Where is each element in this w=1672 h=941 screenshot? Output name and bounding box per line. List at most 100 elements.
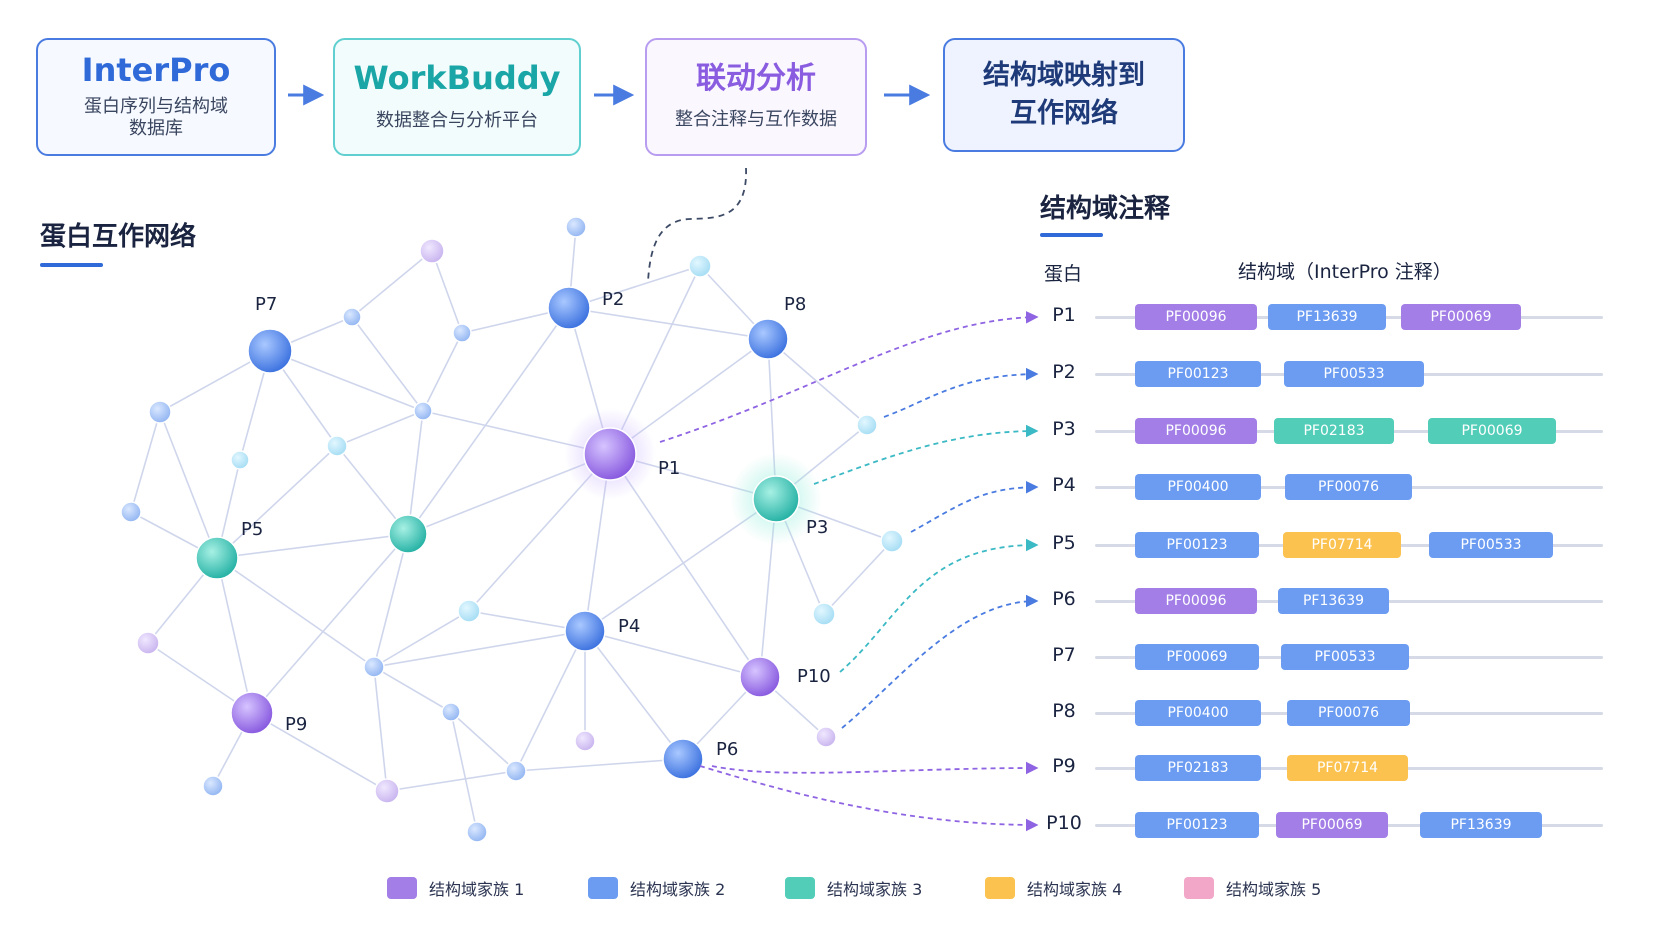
- joint-analysis-subtitle: 整合注释与互作数据: [675, 109, 837, 131]
- node-p5[interactable]: [195, 536, 239, 580]
- domain-box[interactable]: PF13639: [1268, 304, 1386, 330]
- connector-p3: [813, 424, 1039, 485]
- domain-box[interactable]: PF00400: [1135, 474, 1261, 500]
- network-node: [388, 514, 428, 554]
- node-label-p6: P6: [716, 739, 738, 760]
- legend-item: 结构域家族 1: [387, 876, 524, 900]
- network-edge: [336, 410, 424, 447]
- domain-box[interactable]: PF02183: [1135, 755, 1261, 781]
- node-label-p8: P8: [784, 294, 806, 315]
- row-protein-label: P8: [1052, 700, 1076, 722]
- network-edge: [216, 557, 375, 668]
- legend-label: 结构域家族 3: [827, 880, 923, 899]
- network-node: [363, 656, 385, 678]
- node-p10[interactable]: [739, 656, 781, 698]
- connector-p10: [699, 765, 1039, 832]
- domain-box[interactable]: PF00076: [1287, 700, 1410, 726]
- network-edge: [373, 630, 586, 668]
- domain-box[interactable]: PF00123: [1135, 361, 1261, 387]
- network-edge: [823, 540, 893, 615]
- legend-item: 结构域家族 5: [1184, 876, 1321, 900]
- domain-box[interactable]: PF00096: [1135, 304, 1257, 330]
- node-p6[interactable]: [662, 738, 704, 780]
- row-protein-label: P5: [1052, 532, 1076, 554]
- network-edge: [431, 250, 463, 334]
- domain-box[interactable]: PF00069: [1276, 812, 1388, 838]
- network-edge: [450, 711, 517, 772]
- domain-box[interactable]: PF00069: [1135, 644, 1259, 670]
- domain-box[interactable]: PF00069: [1428, 418, 1556, 444]
- node-p7[interactable]: [247, 328, 293, 374]
- network-node: [202, 775, 224, 797]
- domain-box[interactable]: PF00123: [1135, 812, 1259, 838]
- domain-box[interactable]: PF00533: [1284, 361, 1424, 387]
- row-protein-label: P1: [1052, 304, 1076, 326]
- connector-p5: [839, 538, 1039, 673]
- network-node: [457, 599, 481, 623]
- network-edge: [450, 711, 478, 833]
- legend-swatch: [785, 877, 815, 899]
- domain-mapping-box: 结构域映射到 互作网络: [943, 38, 1185, 152]
- column-header-protein: 蛋白: [1044, 263, 1083, 285]
- row-protein-label: P9: [1052, 755, 1076, 777]
- annotation-title: 结构域注释: [1040, 194, 1171, 224]
- domain-box[interactable]: PF13639: [1278, 588, 1389, 614]
- network-edge: [767, 338, 868, 426]
- interpro-subtitle-line-2: 数据库: [129, 118, 183, 140]
- network-title-underline: [40, 263, 103, 267]
- node-p2[interactable]: [547, 286, 591, 330]
- domain-box[interactable]: PF07714: [1283, 532, 1401, 558]
- node-p1[interactable]: [583, 427, 637, 481]
- network-edge: [351, 250, 433, 318]
- network-edge: [407, 307, 570, 535]
- domain-box[interactable]: PF13639: [1420, 812, 1542, 838]
- legend-swatch: [1184, 877, 1214, 899]
- domain-box[interactable]: PF00123: [1135, 532, 1259, 558]
- node-label-p4: P4: [618, 616, 640, 637]
- network-node: [374, 778, 400, 804]
- domain-box[interactable]: PF00069: [1401, 304, 1521, 330]
- network-node: [419, 238, 445, 264]
- network-node: [120, 501, 142, 523]
- connector-p2: [883, 367, 1039, 418]
- interpro-box: InterPro 蛋白序列与结构域 数据库: [36, 38, 276, 156]
- domain-mapping-title-line-1: 结构域映射到: [983, 60, 1145, 92]
- workbuddy-box: WorkBuddy 数据整合与分析平台: [333, 38, 581, 156]
- network-node: [856, 414, 878, 436]
- interpro-subtitle-line-1: 蛋白序列与结构域: [84, 96, 228, 118]
- node-label-p7: P7: [255, 294, 277, 315]
- network-edge: [407, 410, 424, 535]
- network-edge: [373, 666, 452, 713]
- node-p4[interactable]: [564, 610, 606, 652]
- domain-box[interactable]: PF00400: [1135, 700, 1261, 726]
- connector-p4: [910, 480, 1039, 533]
- network-edge: [351, 316, 424, 412]
- node-p9[interactable]: [230, 691, 274, 735]
- network-edge: [373, 533, 409, 668]
- domain-box[interactable]: PF07714: [1287, 755, 1408, 781]
- network-edge: [269, 350, 424, 412]
- network-edge: [216, 557, 253, 714]
- workbuddy-title: WorkBuddy: [353, 59, 561, 98]
- row-protein-label: P7: [1052, 644, 1076, 666]
- network-edge: [568, 307, 769, 340]
- network-node: [413, 401, 433, 421]
- domain-box[interactable]: PF00533: [1429, 532, 1553, 558]
- domain-box[interactable]: PF00096: [1135, 588, 1257, 614]
- node-p3[interactable]: [752, 475, 800, 523]
- network-node: [148, 400, 172, 424]
- legend-label: 结构域家族 2: [630, 880, 726, 899]
- domain-box[interactable]: PF00533: [1281, 644, 1409, 670]
- node-p8[interactable]: [747, 318, 789, 360]
- interpro-subtitle: 蛋白序列与结构域 数据库: [84, 95, 228, 142]
- network-edge: [568, 265, 701, 309]
- domain-box[interactable]: PF00076: [1285, 474, 1412, 500]
- network-title: 蛋白互作网络: [40, 222, 197, 252]
- domain-box[interactable]: PF02183: [1274, 418, 1394, 444]
- domain-mapping-title-line-2: 互作网络: [1010, 98, 1118, 129]
- network-node: [688, 254, 712, 278]
- domain-box[interactable]: PF00096: [1135, 418, 1257, 444]
- network-node: [505, 760, 527, 782]
- connector-p9: [711, 761, 1039, 775]
